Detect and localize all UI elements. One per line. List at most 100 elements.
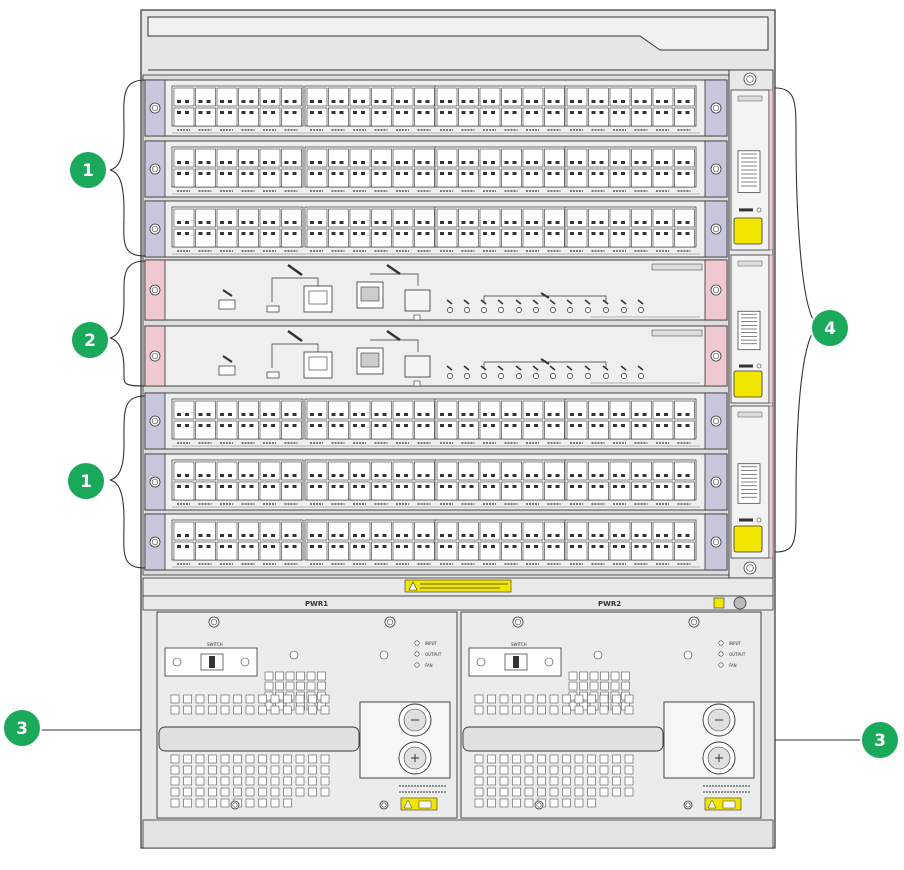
led-icon xyxy=(206,100,211,103)
sfp-port-icon xyxy=(544,481,565,501)
sfp-port-icon xyxy=(501,208,522,228)
led-icon xyxy=(396,545,400,548)
vent-hole xyxy=(270,787,280,797)
sfp-port-icon xyxy=(281,521,302,541)
sfp-port-icon xyxy=(216,481,238,501)
led-icon xyxy=(567,373,573,379)
vent-hole xyxy=(474,776,484,786)
led-icon xyxy=(404,111,408,114)
led-icon xyxy=(739,208,753,212)
led-icon xyxy=(440,424,444,427)
sfp-port-icon xyxy=(414,208,435,228)
led-icon xyxy=(585,373,591,379)
sfp-port-icon xyxy=(371,107,392,127)
led-icon xyxy=(504,485,509,488)
sfp-port-icon xyxy=(566,87,588,107)
led-icon xyxy=(599,545,604,548)
led-icon xyxy=(469,413,474,416)
sfp-port-icon xyxy=(631,521,652,541)
led-icon xyxy=(361,161,365,164)
led-icon xyxy=(512,534,517,537)
callout-fan-tray: 4 xyxy=(810,308,850,348)
led-icon xyxy=(284,534,289,537)
vent-hole xyxy=(487,754,496,764)
led-icon xyxy=(292,172,297,175)
sfp-port-icon xyxy=(652,208,674,228)
led-icon xyxy=(685,111,690,114)
led-icon xyxy=(685,424,690,427)
sfp-port-icon xyxy=(195,420,216,440)
led-icon xyxy=(656,232,660,235)
led-icon xyxy=(310,172,314,175)
led-icon xyxy=(613,172,617,175)
sfp-port-icon xyxy=(479,87,501,107)
vent-hole xyxy=(283,776,292,786)
vent-hole xyxy=(599,754,609,764)
led-icon xyxy=(263,232,267,235)
vent-hole xyxy=(285,671,295,681)
led-icon xyxy=(448,100,452,103)
vent-hole xyxy=(270,765,280,775)
vent-hole xyxy=(549,776,559,786)
vent-hole xyxy=(474,694,484,704)
sfp-port-icon xyxy=(414,107,435,127)
led-icon xyxy=(483,161,487,164)
line-card xyxy=(144,140,728,198)
vent-hole xyxy=(183,754,192,764)
vent-hole xyxy=(306,671,316,681)
led-icon xyxy=(656,485,660,488)
sfp-port-icon xyxy=(238,148,259,168)
sfp-port-icon xyxy=(652,481,674,501)
vent-hole xyxy=(612,765,621,775)
led-icon xyxy=(685,474,690,477)
sfp-port-icon xyxy=(281,541,302,561)
led-icon xyxy=(677,534,682,537)
led-icon xyxy=(249,221,254,224)
led-icon xyxy=(331,221,336,224)
sfp-port-icon xyxy=(414,148,435,168)
sfp-port-icon xyxy=(173,400,195,420)
sfp-port-icon xyxy=(328,541,349,561)
led-icon xyxy=(198,413,203,416)
led-icon xyxy=(664,485,668,488)
led-icon xyxy=(440,413,444,416)
led-icon xyxy=(447,307,453,313)
led-icon xyxy=(533,373,539,379)
warning-icon xyxy=(707,799,717,809)
led-icon xyxy=(177,111,181,114)
led-icon xyxy=(417,545,422,548)
led-icon xyxy=(417,534,422,537)
led-icon xyxy=(483,111,487,114)
callout-power-left: 3 xyxy=(2,708,42,748)
led-icon xyxy=(318,545,322,548)
led-icon xyxy=(206,534,211,537)
led-icon xyxy=(570,111,574,114)
led-icon xyxy=(469,221,474,224)
led-icon xyxy=(677,232,682,235)
vent-hole xyxy=(295,694,305,704)
sfp-port-icon xyxy=(522,400,544,420)
screw-icon xyxy=(149,415,161,427)
sfp-port-icon xyxy=(328,400,349,420)
sfp-port-icon xyxy=(216,148,238,168)
vent-hole xyxy=(587,798,596,808)
led-icon xyxy=(292,534,297,537)
vent-hole xyxy=(562,787,571,797)
vent-hole xyxy=(208,754,217,764)
vent-hole xyxy=(233,765,242,775)
top-cover xyxy=(147,16,769,51)
led-icon xyxy=(483,413,487,416)
led-icon xyxy=(516,373,522,379)
vent-hole xyxy=(195,787,205,797)
sfp-port-icon xyxy=(414,228,435,248)
led-icon xyxy=(599,100,604,103)
led-icon xyxy=(271,485,275,488)
vent-hole xyxy=(308,754,317,764)
sfp-port-icon xyxy=(522,461,544,481)
led-icon xyxy=(417,485,422,488)
led-icon xyxy=(621,221,625,224)
led-icon xyxy=(578,485,582,488)
sfp-port-icon xyxy=(501,481,522,501)
led-icon xyxy=(185,111,189,114)
led-icon xyxy=(483,534,487,537)
